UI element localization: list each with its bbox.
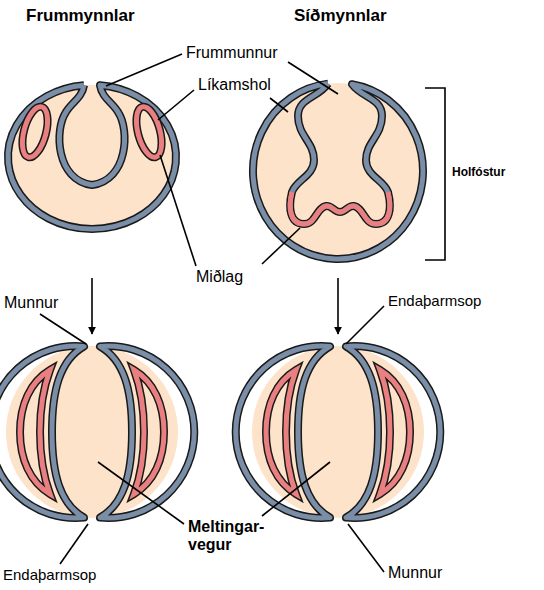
leader-line — [160, 155, 196, 266]
ectoderm-edge — [8, 85, 176, 229]
leader-line — [106, 54, 182, 86]
part-label: Endaþarmsop — [3, 566, 96, 583]
leader-line — [346, 306, 384, 344]
part-label: Líkamshol — [198, 76, 271, 94]
leader-line — [348, 524, 384, 572]
development-arrow — [337, 278, 339, 334]
leader-line — [270, 98, 288, 112]
embryo-body — [253, 83, 423, 259]
leader-line — [288, 62, 338, 94]
bracket — [425, 88, 445, 260]
part-label: Miðlag — [196, 268, 243, 286]
leader-line — [158, 90, 194, 120]
mesoderm — [290, 192, 390, 224]
part-label: Frummunnur — [186, 44, 278, 62]
late-embryo — [0, 346, 194, 518]
leader-line — [60, 524, 88, 564]
leader-line — [262, 228, 300, 264]
mesoderm-edge — [18, 104, 53, 160]
part-label: Munnur — [388, 564, 442, 582]
embryo-body — [8, 85, 176, 229]
mesoderm — [18, 104, 53, 160]
leader-line — [262, 462, 330, 516]
part-label: Meltingar- vegur — [188, 518, 283, 555]
ectoderm-edge — [253, 84, 423, 259]
ectoderm — [8, 85, 176, 229]
mesoderm — [132, 104, 167, 160]
part-label: Síðmynnlar — [294, 6, 387, 26]
leader-line — [98, 462, 184, 524]
ectoderm — [253, 84, 423, 259]
mesoderm-edge — [132, 104, 167, 160]
development-arrow — [91, 278, 93, 334]
leader-line — [40, 314, 86, 344]
part-label: Endaþarmsop — [388, 292, 481, 309]
part-label: Frummynnlar — [26, 6, 135, 26]
late-embryo — [236, 346, 441, 518]
part-label: Munnur — [4, 294, 58, 312]
part-label: Holfóstur — [452, 166, 505, 180]
